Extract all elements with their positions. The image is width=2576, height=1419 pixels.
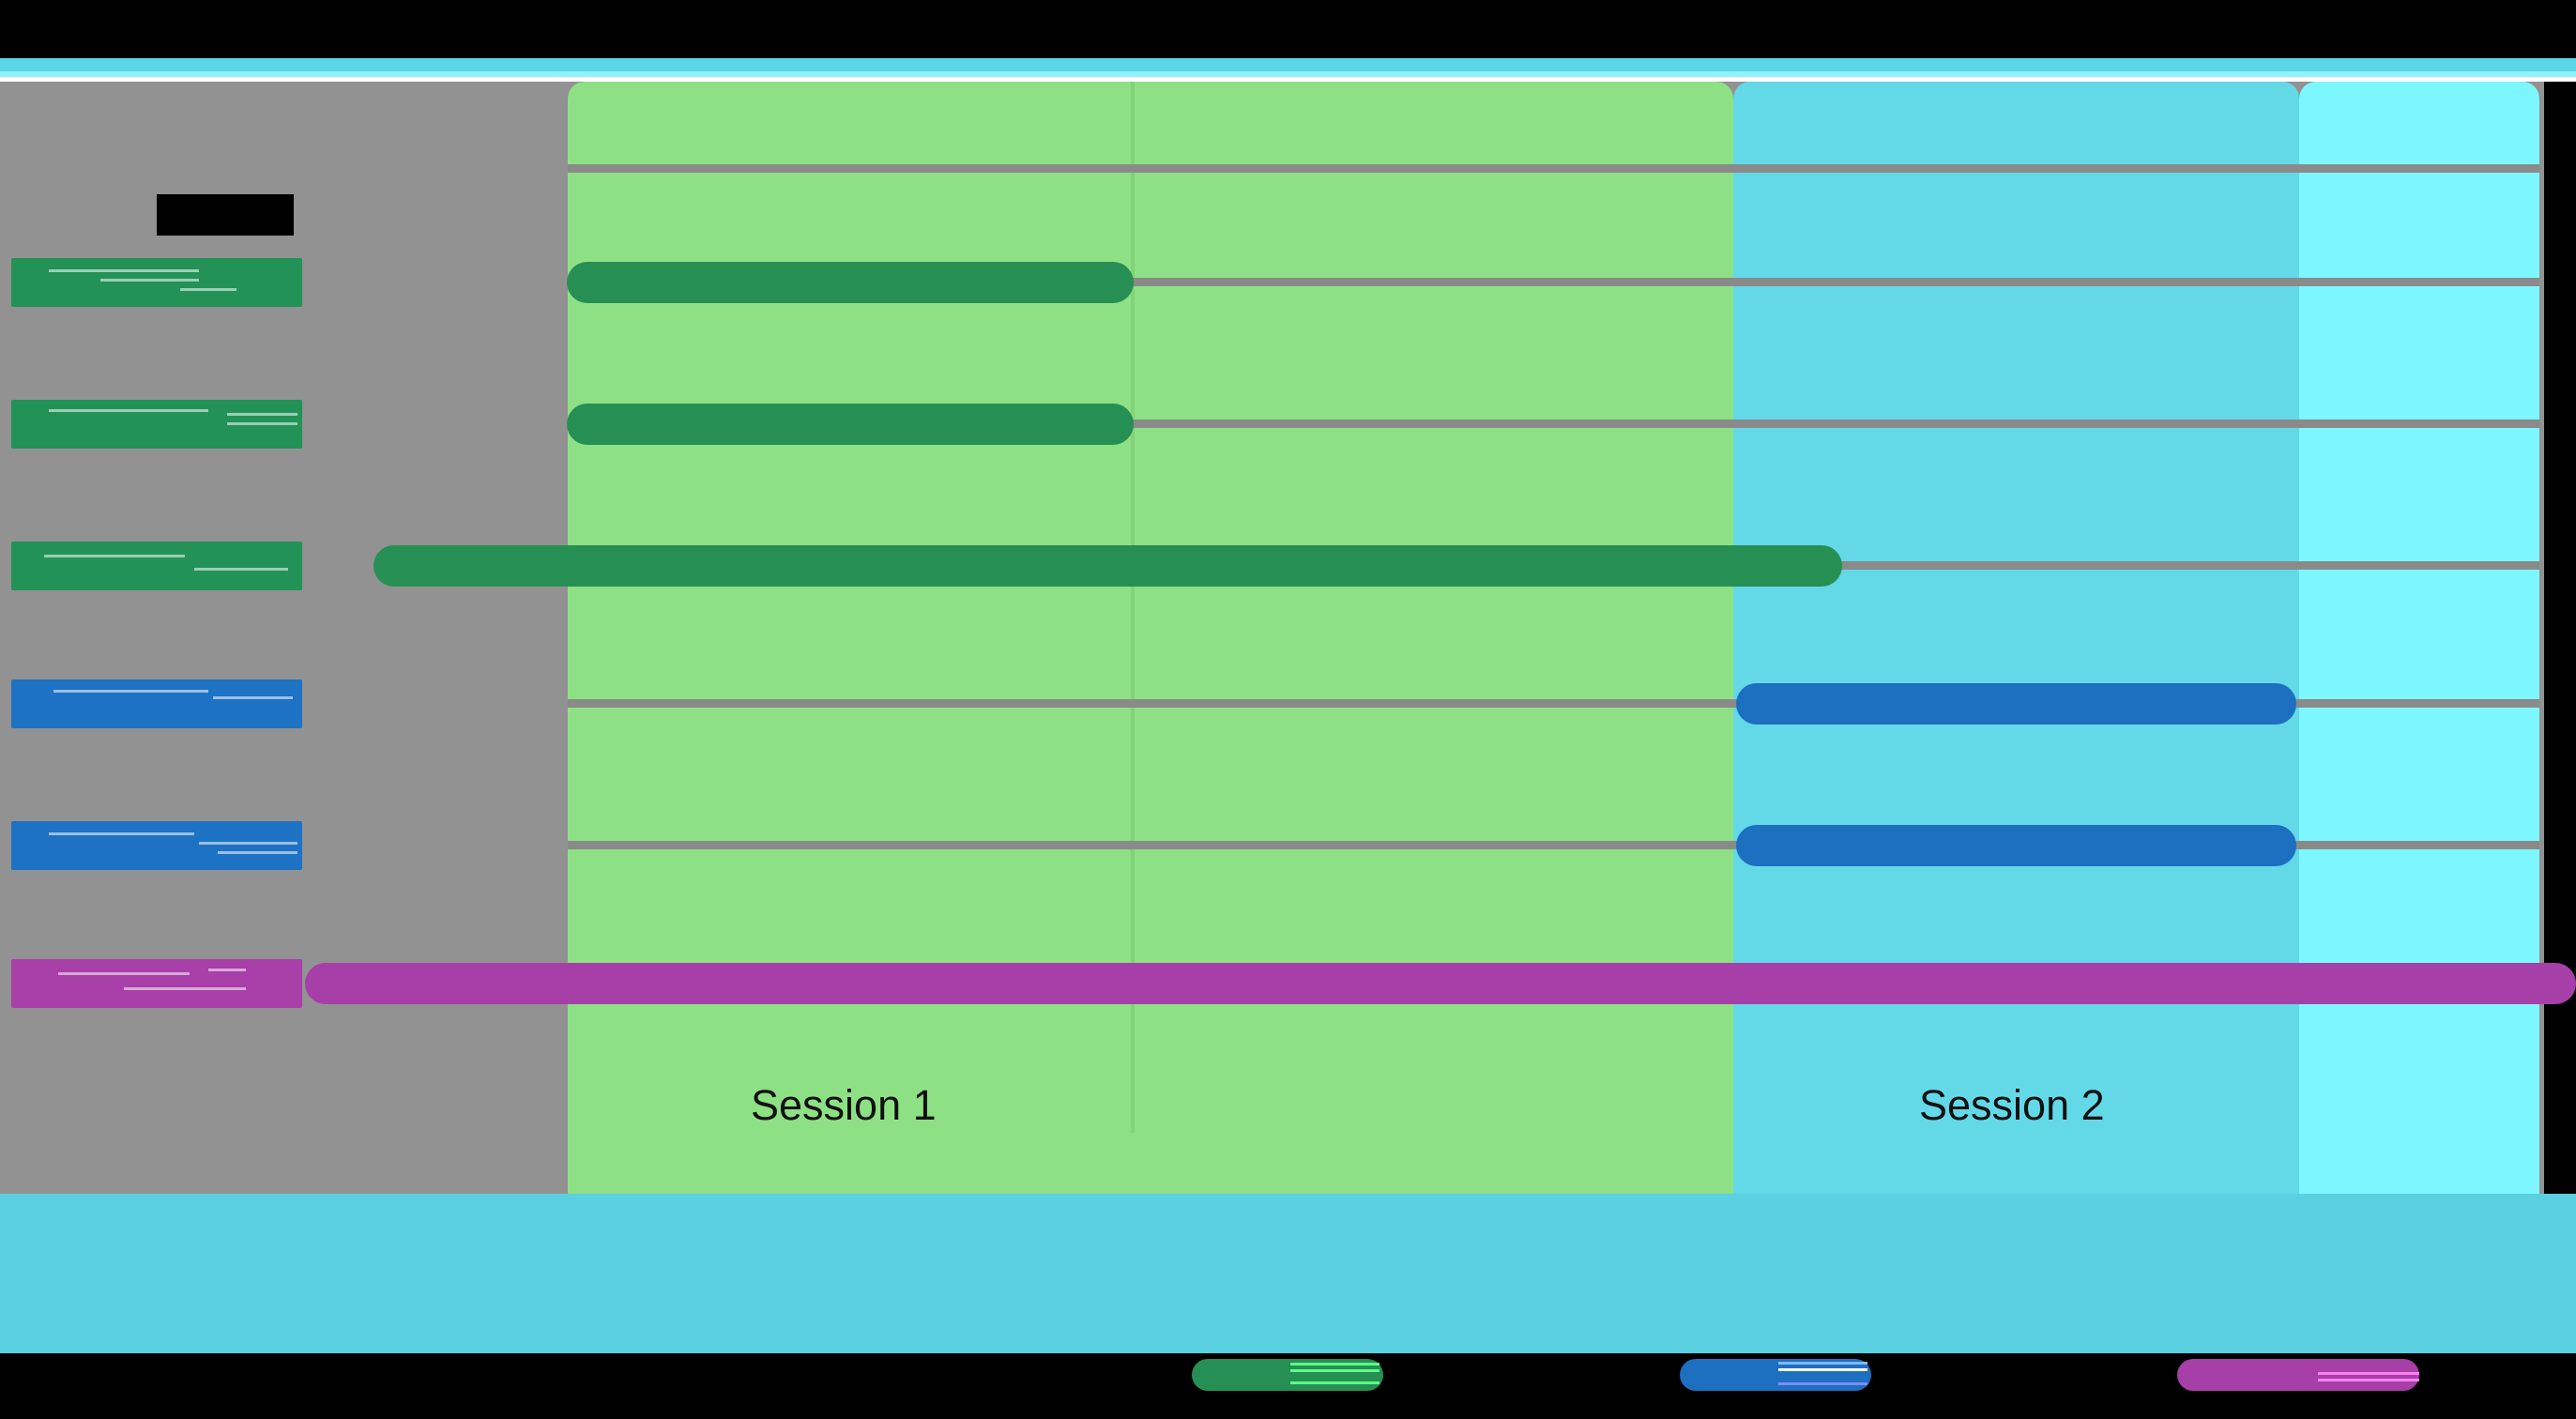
legend-entry-blue[interactable] (1680, 1359, 1871, 1391)
y-axis-label-5 (11, 959, 302, 1008)
gridline-2 (568, 420, 2539, 428)
y-axis-label-1 (11, 400, 302, 449)
y-axis-label-4 (11, 821, 302, 870)
y-axis-label-3 (11, 679, 302, 728)
timeline-bar-green-1[interactable] (567, 262, 1134, 303)
timeline-bar-green-2[interactable] (567, 404, 1134, 445)
timeline-bar-blue-1[interactable] (1736, 683, 2296, 725)
figure-footer (0, 1194, 2576, 1353)
legend-entry-green[interactable] (1192, 1359, 1383, 1391)
chart-title-redacted (157, 194, 294, 236)
session-caption-1: Session 1 (751, 1081, 937, 1129)
timeline-bar-green-3[interactable] (373, 545, 1842, 587)
top-accent-strip-light (0, 71, 2576, 77)
timeline-bar-magenta-1[interactable] (305, 963, 2576, 1004)
gridline-4 (568, 699, 2539, 708)
top-white-divider (0, 77, 2576, 82)
plot-panel: Session 1 Session 2 (0, 82, 2576, 1194)
y-axis-label-2 (11, 542, 302, 590)
top-accent-strip (0, 58, 2576, 71)
session-band-3 (2299, 82, 2539, 1194)
gridline-5 (568, 841, 2539, 849)
legend-entry-magenta[interactable] (2177, 1359, 2419, 1391)
session-caption-2: Session 2 (1919, 1081, 2105, 1129)
gridline-1 (568, 278, 2539, 286)
session-band-1 (568, 82, 1733, 1194)
session-band-2 (1733, 82, 2299, 1194)
timeline-bar-blue-2[interactable] (1736, 825, 2296, 866)
band-divider-1 (1131, 82, 1135, 1133)
y-axis-label-0 (11, 258, 302, 307)
gridline-0 (568, 164, 2539, 173)
